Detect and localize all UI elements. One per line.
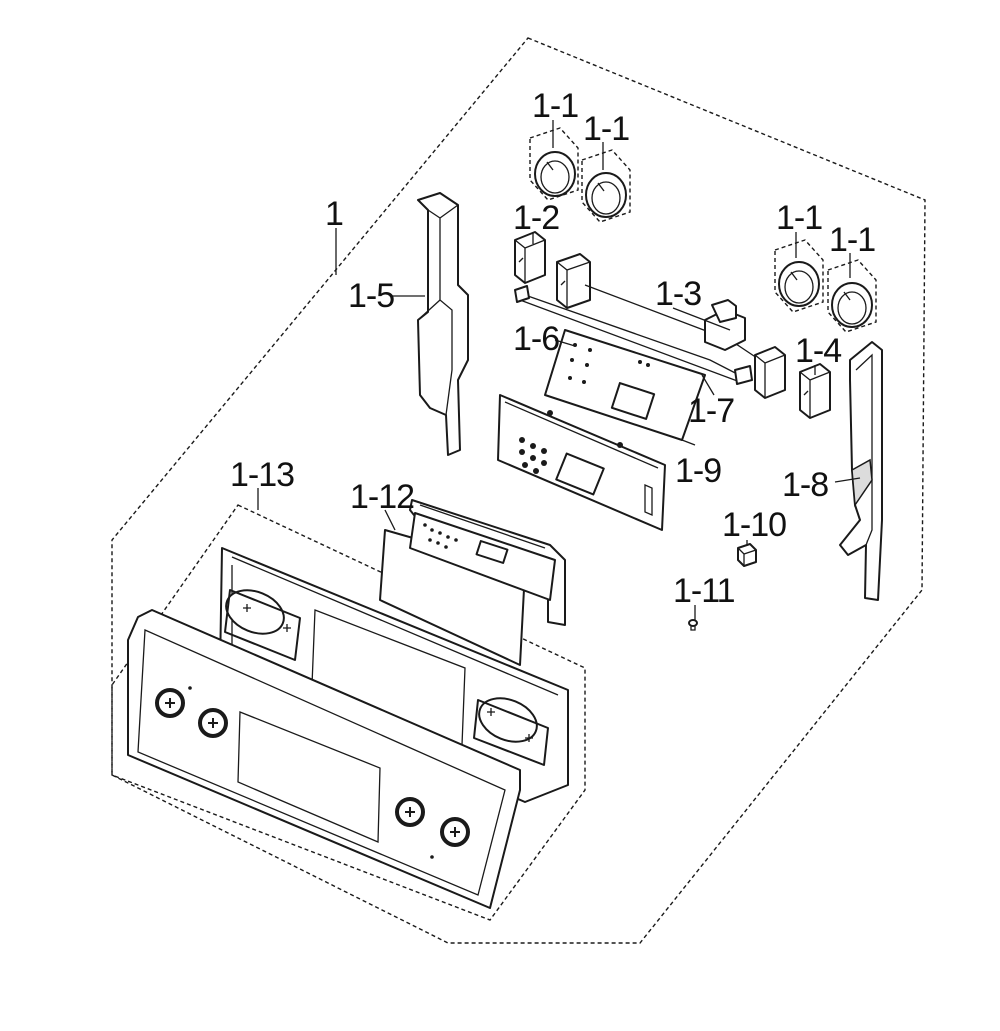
label-overlay-film: 1-12 <box>350 478 414 516</box>
knob-a <box>529 127 579 201</box>
screw <box>688 619 698 631</box>
label-switch-left: 1-2 <box>513 199 559 237</box>
label-knob-d: 1-1 <box>829 221 875 259</box>
callout-labels: 1 1-1 1-1 1-1 1-1 1-2 1-3 1-4 1-5 1-6 1-… <box>230 87 876 610</box>
bracket-right <box>839 341 883 601</box>
clip <box>737 543 757 567</box>
label-screw: 1-11 <box>673 572 735 610</box>
label-main-assembly: 1 <box>325 195 343 233</box>
label-knob-a: 1-1 <box>532 87 578 125</box>
knob-hole-4 <box>440 817 470 847</box>
switch-right <box>799 363 831 419</box>
front-control-panel <box>127 609 521 909</box>
label-bracket-right: 1-8 <box>782 466 828 504</box>
wire-harness <box>514 284 786 399</box>
switch-left <box>514 231 546 284</box>
label-bracket-left: 1-5 <box>348 277 394 315</box>
label-switch-right: 1-4 <box>795 332 841 370</box>
label-harness-lead: 1-7 <box>688 392 734 430</box>
knob-hole-1 <box>155 688 185 718</box>
label-clip: 1-10 <box>722 506 786 544</box>
label-pcb-sub: 1-6 <box>513 320 559 358</box>
control-panel-boundary <box>111 504 586 921</box>
leader-lines <box>257 120 861 620</box>
panel-knob-holes <box>155 686 470 859</box>
overlay-keypad <box>409 512 556 601</box>
knob-d <box>827 259 877 333</box>
label-knob-c: 1-1 <box>776 199 822 237</box>
bracket-left <box>417 192 469 456</box>
switch-mid <box>556 253 591 309</box>
label-pcb-main: 1-9 <box>675 452 721 490</box>
pcb-main <box>497 394 666 531</box>
control-panel-frame <box>219 547 569 803</box>
label-control-panel: 1-13 <box>230 456 294 494</box>
knob-b <box>581 149 631 223</box>
assembly-boundary <box>111 37 926 944</box>
label-knob-b: 1-1 <box>583 110 629 148</box>
knob-hole-2 <box>198 708 228 738</box>
label-wire-harness: 1-3 <box>655 275 701 313</box>
knob-hole-3 <box>395 797 425 827</box>
pcb-sub <box>544 329 706 441</box>
knob-c <box>774 239 824 313</box>
